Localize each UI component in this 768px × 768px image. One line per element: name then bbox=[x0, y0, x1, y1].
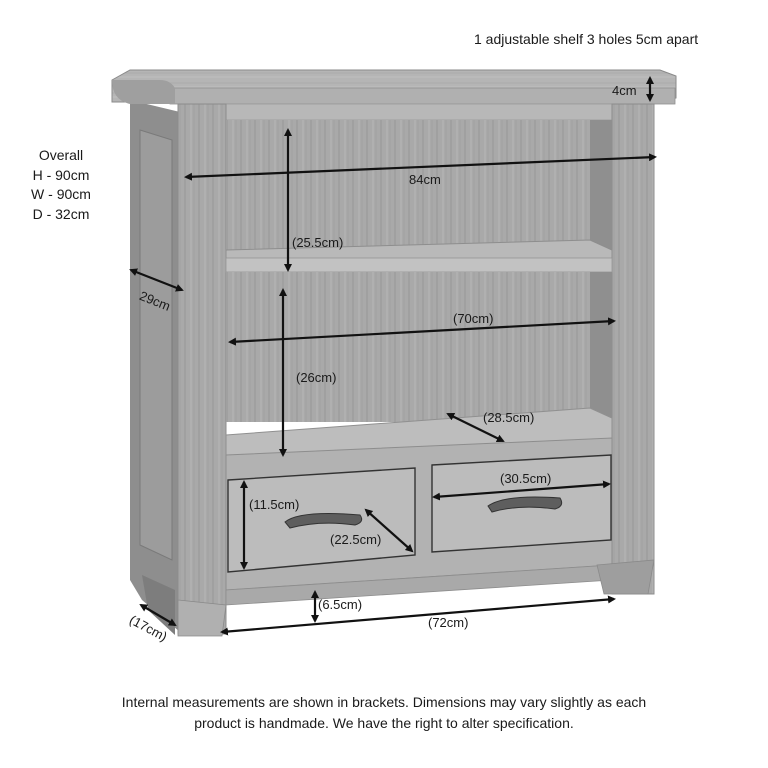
arrow-base-width bbox=[220, 595, 616, 636]
footer-line-2: product is handmade. We have the right t… bbox=[194, 715, 574, 731]
label-drawer-width: (30.5cm) bbox=[500, 471, 552, 486]
back-panel-lower bbox=[226, 272, 612, 422]
right-stile bbox=[611, 103, 655, 595]
arrow-drawer-depth bbox=[364, 508, 414, 553]
arrow-leg-depth bbox=[139, 603, 177, 627]
label-drawer-height: (11.5cm) bbox=[249, 497, 300, 512]
front-right-leg bbox=[596, 559, 655, 595]
label-base-width: (72cm) bbox=[428, 615, 469, 630]
label-drawer-depth: (22.5cm) bbox=[330, 532, 382, 547]
label-lower-shelf-height: (26cm) bbox=[296, 370, 337, 385]
label-top-thickness: 4cm bbox=[612, 83, 637, 98]
shelf-note: 1 adjustable shelf 3 holes 5cm apart bbox=[474, 31, 699, 47]
label-leg-clearance: (6.5cm) bbox=[318, 597, 363, 612]
label-shelf-depth: (28.5cm) bbox=[483, 410, 535, 425]
footer-line-1: Internal measurements are shown in brack… bbox=[121, 694, 647, 710]
arrow-drawer-width bbox=[432, 480, 611, 501]
overall-dimensions: Overall H - 90cm W - 90cm D - 32cm bbox=[28, 146, 94, 224]
label-internal-width: (70cm) bbox=[453, 311, 494, 326]
label-upper-shelf-height: (25.5cm) bbox=[292, 235, 344, 250]
label-external-width: 84cm bbox=[409, 172, 441, 187]
arrow-side-depth bbox=[129, 268, 184, 292]
arrow-shelf-depth bbox=[446, 413, 505, 442]
overall-height: H - 90cm bbox=[32, 166, 90, 183]
footer-disclaimer: Internal measurements are shown in brack… bbox=[0, 692, 768, 734]
overall-width: W - 90cm bbox=[31, 186, 91, 202]
overall-depth: D - 32cm bbox=[32, 205, 90, 222]
arrow-internal-width bbox=[228, 317, 616, 346]
overall-heading: Overall bbox=[38, 147, 84, 163]
arrow-external-width bbox=[184, 153, 657, 181]
left-stile bbox=[177, 103, 227, 635]
front-left-leg bbox=[177, 599, 227, 637]
left-drawer-handle bbox=[284, 513, 363, 529]
